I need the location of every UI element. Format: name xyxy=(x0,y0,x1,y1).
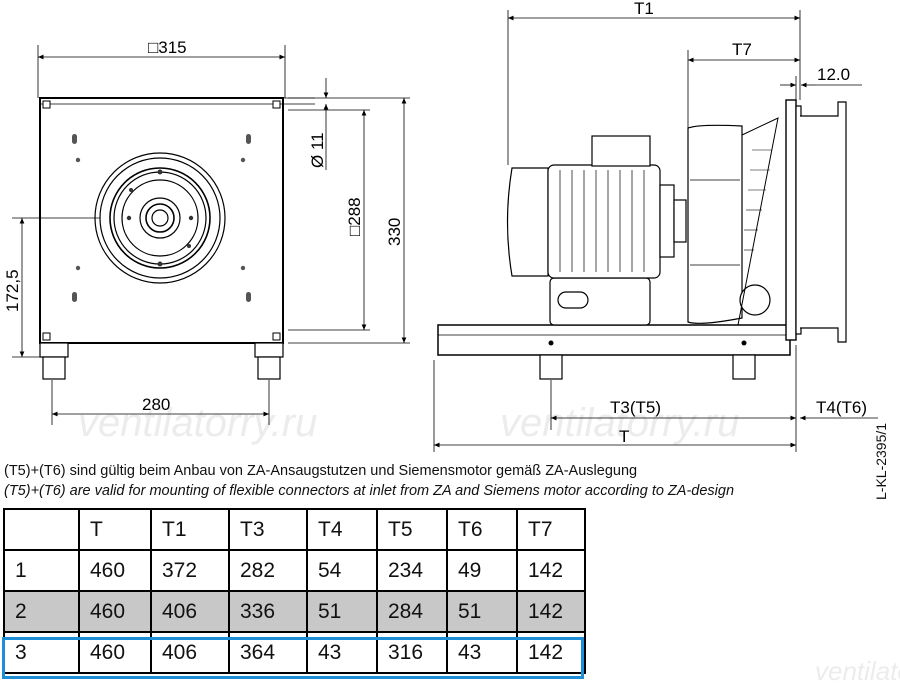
table-cell: 142 xyxy=(516,549,586,592)
table-header-cell: T3 xyxy=(228,508,308,551)
table-header-cell: T1 xyxy=(150,508,230,551)
table-cell: 460 xyxy=(78,549,152,592)
dim-t3-label: T3(T5) xyxy=(610,398,661,417)
dim-foot-label: 280 xyxy=(142,395,170,414)
motor-foot xyxy=(549,277,651,326)
table-cell: 460 xyxy=(78,631,152,674)
document-id: L-KL-2395/1 xyxy=(873,422,889,500)
table-header-cell: T5 xyxy=(376,508,448,551)
inlet-connector xyxy=(800,101,847,343)
dim-t1-label: T1 xyxy=(634,0,654,18)
watermark: ventilatorry.ru xyxy=(78,401,317,445)
table-cell: 336 xyxy=(228,590,308,633)
table-cell: 234 xyxy=(376,549,448,592)
table-cell: 49 xyxy=(446,549,518,592)
dim-axis-height-label: 172,5 xyxy=(3,269,22,312)
dim-t7-label: T7 xyxy=(732,40,752,59)
table-cell: 282 xyxy=(228,549,308,592)
table-row-selected[interactable]: 3 460 406 364 43 316 43 142 xyxy=(3,631,586,674)
table-cell: 372 xyxy=(150,549,230,592)
table-cell: 284 xyxy=(376,590,448,633)
dim-height-label: 330 xyxy=(385,218,404,246)
table-row-highlighted: 2 460 406 336 51 284 51 142 xyxy=(3,590,586,633)
table-cell: 43 xyxy=(306,631,378,674)
table-cell: 51 xyxy=(306,590,378,633)
watermark-group: ventilatorry.ru ventilatorry.ru ventilat… xyxy=(78,401,900,683)
dim-width-label: □315 xyxy=(148,38,187,57)
table-cell: 406 xyxy=(150,590,230,633)
motor-fan-cover xyxy=(506,167,549,277)
motor-body xyxy=(547,164,661,279)
table-cell: 142 xyxy=(516,631,586,674)
table-header-cell xyxy=(3,508,80,551)
table-cell: 1 xyxy=(3,549,80,592)
table-row: 1 460 372 282 54 234 49 142 xyxy=(3,549,586,592)
note-german: (T5)+(T6) sind gültig beim Anbau von ZA-… xyxy=(4,463,638,479)
watermark: ventilatorry.ru xyxy=(500,401,739,445)
mounting-plate xyxy=(785,99,797,341)
table-cell: 3 xyxy=(3,631,80,674)
watermark: ventilatorry.ru xyxy=(815,656,900,683)
table-cell: 51 xyxy=(446,590,518,633)
table-header-row: T T1 T3 T4 T5 T6 T7 xyxy=(3,508,586,551)
dim-offset-label: 12.0 xyxy=(817,65,850,84)
note-english: (T5)+(T6) are valid for mounting of flex… xyxy=(4,483,735,499)
table-cell: 316 xyxy=(376,631,448,674)
dim-hole-label: Ø 11 xyxy=(308,132,327,168)
table-header-cell: T6 xyxy=(446,508,518,551)
table-header-cell: T4 xyxy=(306,508,378,551)
front-view xyxy=(39,97,315,380)
table-cell: 406 xyxy=(150,631,230,674)
dimension-table: T T1 T3 T4 T5 T6 T7 1 460 372 282 54 234… xyxy=(3,508,586,674)
side-view-dimensions xyxy=(433,10,878,452)
table-cell: 54 xyxy=(306,549,378,592)
side-view xyxy=(437,99,847,380)
table-cell: 2 xyxy=(3,590,80,633)
impeller-housing xyxy=(687,124,743,324)
table-header-cell: T7 xyxy=(516,508,586,551)
table-cell: 43 xyxy=(446,631,518,674)
table-cell: 460 xyxy=(78,590,152,633)
housing-outline xyxy=(39,97,284,344)
base-rail xyxy=(437,324,791,356)
dim-t4-label: T4(T6) xyxy=(816,398,867,417)
dim-inner-label: □288 xyxy=(345,197,364,236)
table-header-cell: T xyxy=(78,508,152,551)
table-cell: 142 xyxy=(516,590,586,633)
table-cell: 364 xyxy=(228,631,308,674)
terminal-box xyxy=(591,135,651,167)
front-view-dimensions xyxy=(12,45,410,425)
dim-t-label: T xyxy=(619,427,629,446)
